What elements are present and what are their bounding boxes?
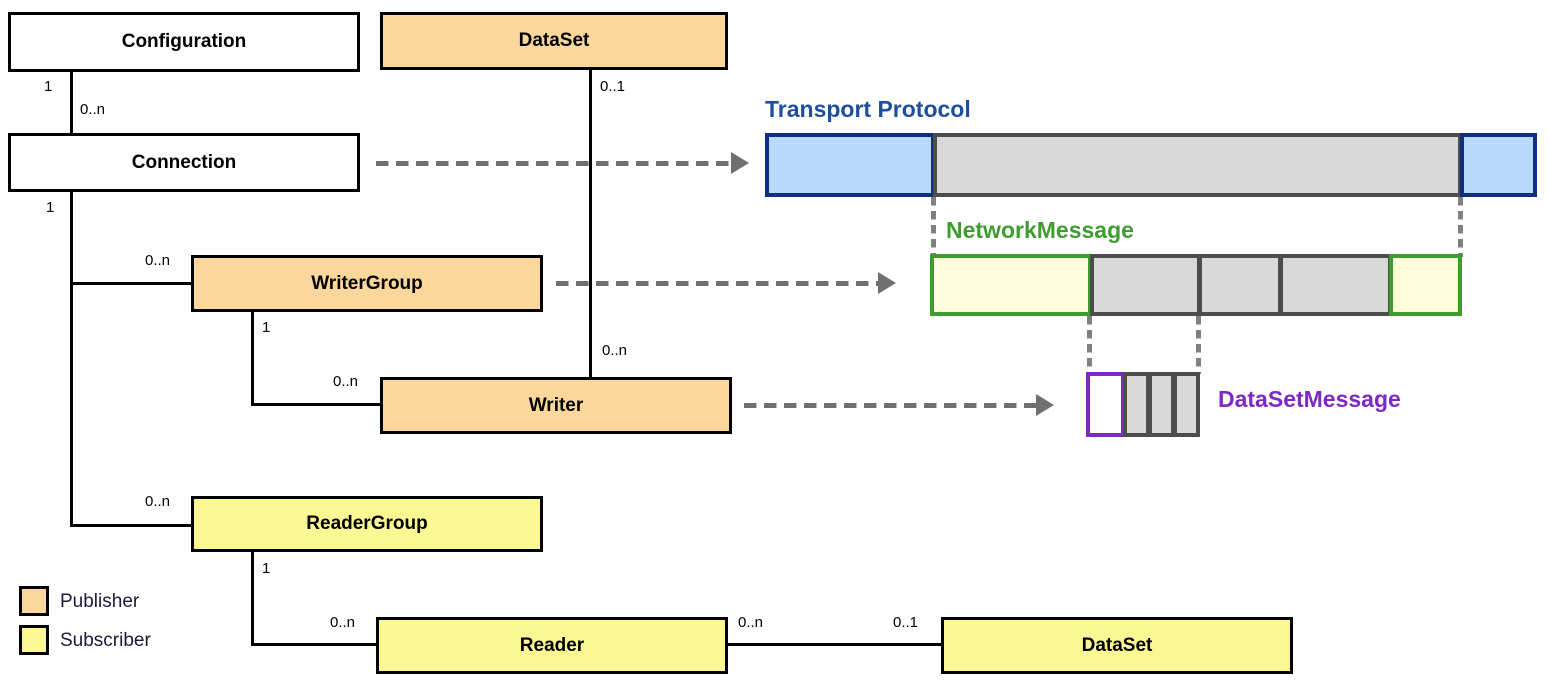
multiplicity-readergroup-reader-source: 1 (262, 560, 271, 577)
datasetmessage-field-2[interactable] (1148, 372, 1175, 437)
assoc-configuration-connection (70, 72, 73, 133)
assoc-reader-dataset (728, 643, 944, 646)
class-box-writergroup[interactable]: WriterGroup (191, 255, 543, 312)
transport-payload[interactable] (933, 133, 1462, 197)
dashed-arrow-writergroup-to-networkmessage (556, 281, 878, 286)
dashed-arrow-connection-to-transport (376, 161, 731, 166)
assoc-writergroup-writer-horizontal (251, 403, 383, 406)
legend-label-subscriber: Subscriber (60, 630, 151, 651)
dashed-arrow-writer-to-datasetmessage (744, 403, 1036, 408)
class-box-readergroup[interactable]: ReaderGroup (191, 496, 543, 552)
multiplicity-connection-writergroup: 0..n (145, 252, 171, 269)
multiplicity-writergroup-writer-source: 1 (262, 319, 271, 336)
transport-footer[interactable] (1460, 133, 1537, 197)
legend-swatch-publisher (19, 586, 49, 616)
leader-networkmessage-to-datasetmessage-right (1196, 316, 1201, 374)
multiplicity-connection-readergroup: 0..n (145, 493, 171, 510)
assoc-readergroup-reader-vertical (251, 552, 254, 645)
multiplicity-dataset-writer-target: 0..n (602, 342, 628, 359)
class-box-connection[interactable]: Connection (8, 133, 360, 192)
class-box-writer[interactable]: Writer (380, 377, 732, 434)
assoc-connection-writergroup (70, 282, 194, 285)
multiplicity-config-connection-source: 1 (44, 78, 53, 95)
arrowhead-writergroup-to-networkmessage (878, 272, 896, 294)
networkmessage-datasetmessage-1[interactable] (1090, 254, 1201, 316)
networkmessage-footer[interactable] (1389, 254, 1462, 316)
leader-transport-to-networkmessage-right (1458, 197, 1463, 257)
networkmessage-title: NetworkMessage (946, 217, 1134, 243)
multiplicity-readergroup-reader-target: 0..n (330, 614, 356, 631)
multiplicity-connection-trunk: 1 (46, 199, 55, 216)
datasetmessage-title: DataSetMessage (1218, 386, 1401, 412)
class-box-dataset-bottom[interactable]: DataSet (941, 617, 1293, 674)
datasetmessage-field-3[interactable] (1173, 372, 1200, 437)
assoc-connection-readergroup (70, 524, 194, 527)
leader-transport-to-networkmessage-left (931, 197, 936, 257)
arrowhead-connection-to-transport (731, 152, 749, 174)
assoc-readergroup-reader-horizontal (251, 643, 379, 646)
class-box-reader[interactable]: Reader (376, 617, 728, 674)
assoc-connection-trunk (70, 192, 73, 527)
transport-header[interactable] (765, 133, 935, 197)
networkmessage-datasetmessage-3[interactable] (1279, 254, 1392, 316)
legend-label-publisher: Publisher (60, 591, 140, 612)
class-box-dataset-top[interactable]: DataSet (380, 12, 728, 70)
legend-swatch-subscriber (19, 625, 49, 655)
transport-protocol-title: Transport Protocol (765, 96, 971, 122)
multiplicity-writergroup-writer-target: 0..n (333, 373, 359, 390)
multiplicity-reader-dataset-source: 0..n (738, 614, 764, 631)
networkmessage-datasetmessage-2[interactable] (1198, 254, 1282, 316)
leader-networkmessage-to-datasetmessage-left (1087, 316, 1092, 374)
networkmessage-header[interactable] (930, 254, 1092, 316)
multiplicity-reader-dataset-target: 0..1 (893, 614, 919, 631)
multiplicity-dataset-writer-source: 0..1 (600, 78, 626, 95)
datasetmessage-header[interactable] (1086, 372, 1125, 437)
assoc-dataset-writer (589, 70, 592, 377)
multiplicity-config-connection-target: 0..n (80, 101, 106, 118)
datasetmessage-field-1[interactable] (1123, 372, 1150, 437)
class-box-configuration[interactable]: Configuration (8, 12, 360, 72)
assoc-writergroup-writer-vertical (251, 312, 254, 405)
arrowhead-writer-to-datasetmessage (1036, 394, 1054, 416)
